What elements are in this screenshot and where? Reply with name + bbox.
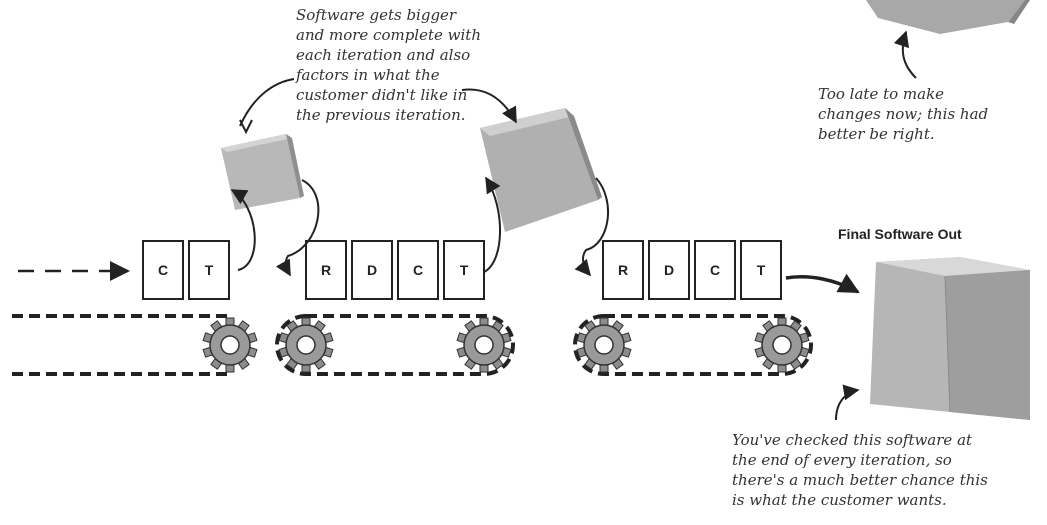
stage-box-frame — [351, 240, 393, 300]
note-checked-line: is what the customer wants. — [732, 491, 947, 509]
stage-box: R — [305, 240, 347, 300]
note-growth-line: and more complete with — [296, 26, 481, 44]
note-too-late-line: Too late to make — [818, 85, 945, 103]
note-too-late: Too late to make changes now; this had b… — [818, 84, 988, 144]
stage-box-letter: D — [664, 262, 674, 278]
stage-box: T — [188, 240, 230, 300]
stage-box-letter: C — [158, 262, 168, 278]
stage-box-frame — [443, 240, 485, 300]
stage-box: R — [602, 240, 644, 300]
stage-box-letter: D — [367, 262, 377, 278]
gear-icon — [576, 317, 632, 373]
final-software-label: Final Software Out — [838, 226, 962, 242]
gear-icon — [278, 317, 334, 373]
stage-box-frame — [305, 240, 347, 300]
stage-box-letter: R — [321, 262, 331, 278]
stage-box: C — [397, 240, 439, 300]
gear-icon — [754, 317, 810, 373]
gears — [202, 317, 810, 373]
stage-box-letter: T — [757, 262, 766, 278]
iteration-2-software-cube — [480, 108, 602, 232]
annotation-arrow-too-late — [893, 30, 917, 79]
note-growth-line: Software gets bigger — [296, 6, 457, 24]
note-growth: Software gets bigger and more complete w… — [296, 5, 481, 125]
arrow-up-to-cube-2 — [483, 176, 502, 273]
stage-box: D — [351, 240, 393, 300]
annotation-arrow-to-cube-2 — [461, 88, 517, 124]
note-checked-line: You've checked this software at — [732, 431, 973, 449]
stage-box: D — [648, 240, 690, 300]
annotation-arrow-to-cube-1 — [239, 78, 295, 127]
stage-box-frame — [602, 240, 644, 300]
stage-box: C — [142, 240, 184, 300]
stage-box-letter: C — [710, 262, 720, 278]
stage-box: T — [740, 240, 782, 300]
note-too-late-line: better be right. — [818, 125, 935, 143]
stage-box-frame — [694, 240, 736, 300]
arrow-down-from-cube-2 — [574, 177, 610, 277]
conveyor-belt-1 — [12, 314, 232, 376]
stage-box-letter: T — [460, 262, 469, 278]
note-checked-line: the end of every iteration, so — [732, 451, 952, 469]
early-final-cube — [866, 0, 1030, 34]
stage-box-letter: C — [413, 262, 423, 278]
arrow-up-to-cube-1 — [230, 189, 256, 271]
stage-box-frame — [648, 240, 690, 300]
note-too-late-line: changes now; this had — [818, 105, 989, 123]
note-growth-line: customer didn't like in — [296, 86, 468, 104]
arrow-down-from-cube-1 — [275, 179, 320, 277]
stage-box-frame — [740, 240, 782, 300]
note-checked-line: there's a much better chance this — [732, 471, 988, 489]
final-software-cube — [870, 257, 1030, 420]
stage-box-frame — [142, 240, 184, 300]
gear-icon — [456, 317, 512, 373]
note-checked: You've checked this software at the end … — [732, 430, 988, 510]
stage-box: C — [694, 240, 736, 300]
stage-box-frame — [188, 240, 230, 300]
stage-box-letter: T — [205, 262, 214, 278]
note-growth-line: the previous iteration. — [296, 106, 466, 124]
iteration-1-software-cube — [221, 134, 304, 210]
note-growth-line: each iteration and also — [296, 46, 471, 64]
output-arrow — [785, 273, 860, 294]
note-growth-line: factors in what the — [296, 66, 440, 84]
stage-box: T — [443, 240, 485, 300]
stage-box-letter: R — [618, 262, 628, 278]
annotation-arrow-final — [835, 384, 860, 421]
gear-icon — [202, 317, 258, 373]
flow-arrows — [230, 30, 917, 421]
stage-box-frame — [397, 240, 439, 300]
